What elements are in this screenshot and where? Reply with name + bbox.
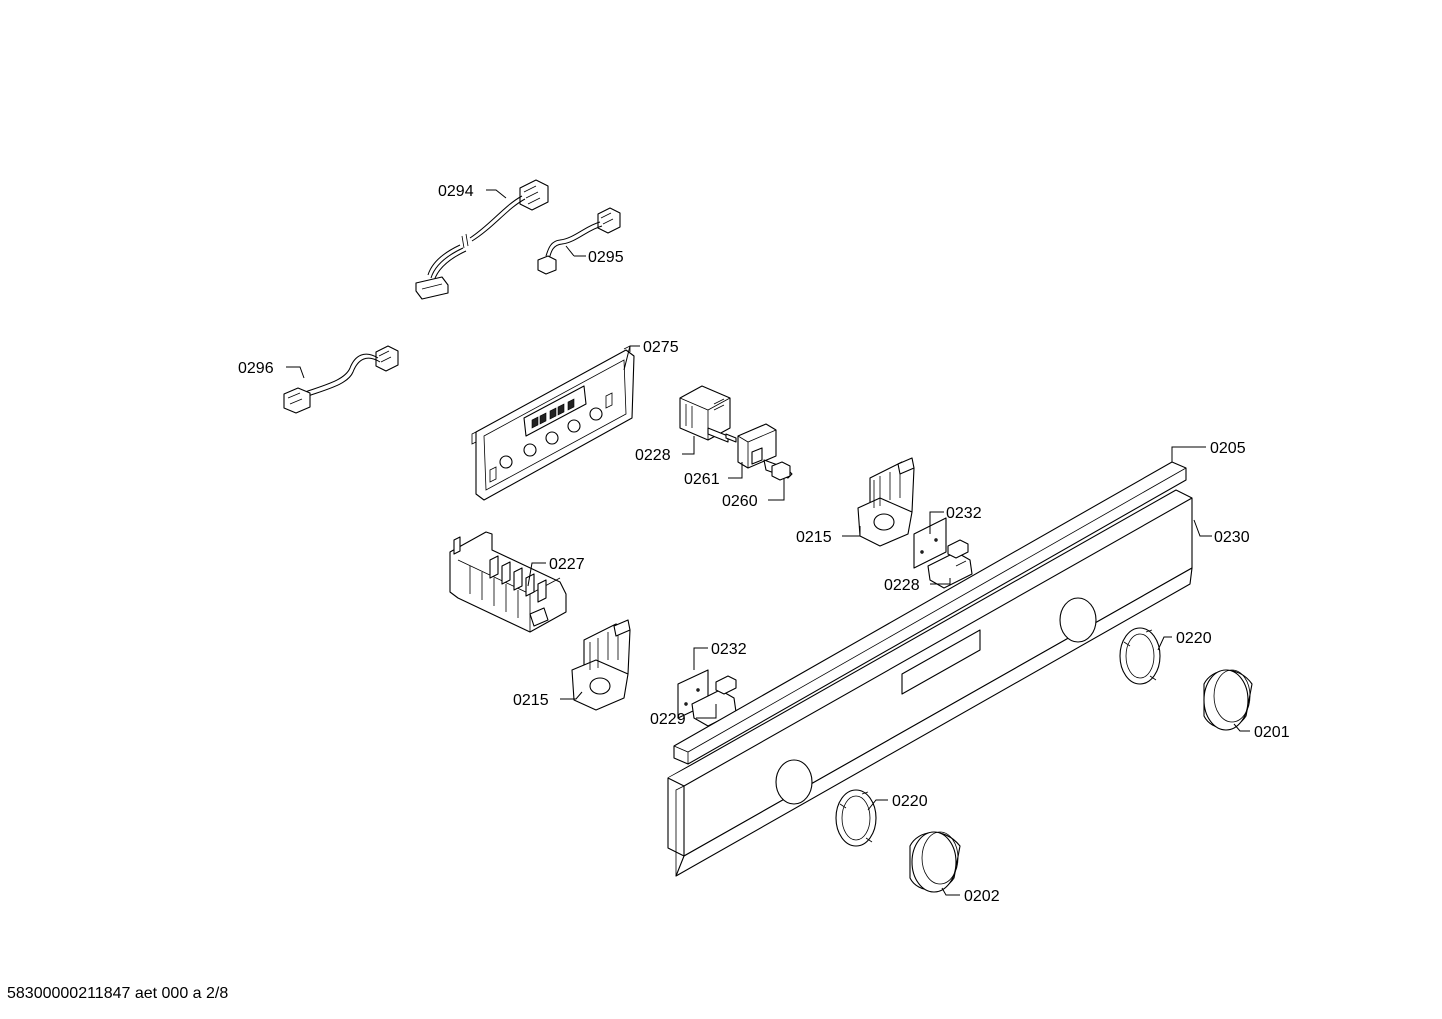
- label-0261: 0261: [684, 471, 720, 488]
- control-knob-0202[interactable]: [909, 831, 961, 893]
- label-0205: 0205: [1210, 440, 1246, 457]
- label-0220-lower: 0220: [892, 793, 928, 810]
- switch-mount-0215-lower[interactable]: [571, 619, 631, 711]
- label-0275: 0275: [643, 339, 679, 356]
- control-knob-0201[interactable]: [1203, 669, 1253, 731]
- shaft-0260[interactable]: [763, 459, 793, 481]
- label-0202: 0202: [964, 888, 1000, 905]
- document-footer: 58300000211847 aet 000 a 2/8: [7, 985, 228, 1002]
- label-0228-upper: 0228: [635, 447, 671, 464]
- switch-mount-0215-upper[interactable]: [857, 457, 915, 547]
- knob-hole-left: [775, 759, 813, 805]
- label-0296: 0296: [238, 360, 274, 377]
- control-board-0275[interactable]: [471, 345, 635, 501]
- wire-harness-0295[interactable]: [537, 207, 621, 275]
- part-labels: 0294 0295 0296 0275 0228 0261 0260 0205 …: [238, 183, 1290, 905]
- control-panel-0230[interactable]: [667, 489, 1193, 877]
- leader-lines: [286, 189, 1250, 896]
- label-0215-lower: 0215: [513, 692, 549, 709]
- wire-harness-0294[interactable]: [415, 179, 549, 300]
- knob-ring-0220-upper[interactable]: [1119, 627, 1161, 685]
- display-digits: [531, 398, 575, 429]
- label-0232-upper: 0232: [946, 505, 982, 522]
- display-window: [901, 629, 981, 695]
- label-0230: 0230: [1214, 529, 1250, 546]
- holder-0228-lower[interactable]: [927, 539, 973, 589]
- label-0232-lower: 0232: [711, 641, 747, 658]
- label-0295: 0295: [588, 249, 624, 266]
- label-0227: 0227: [549, 556, 585, 573]
- label-0220-upper: 0220: [1176, 630, 1212, 647]
- label-0260: 0260: [722, 493, 758, 510]
- sensor-plate-0232-upper[interactable]: [913, 517, 947, 569]
- relay-block-0227[interactable]: [449, 531, 567, 633]
- switch-bracket-0261[interactable]: [737, 423, 777, 469]
- label-0229: 0229: [650, 711, 686, 728]
- knob-hole-right: [1059, 597, 1097, 643]
- wire-harness-0296[interactable]: [283, 345, 399, 414]
- knob-ring-0220-lower[interactable]: [835, 789, 877, 847]
- label-0215-upper: 0215: [796, 529, 832, 546]
- selector-switch-0228[interactable]: [679, 385, 737, 443]
- label-0294: 0294: [438, 183, 474, 200]
- label-0201: 0201: [1254, 724, 1290, 741]
- label-0228-lower: 0228: [884, 577, 920, 594]
